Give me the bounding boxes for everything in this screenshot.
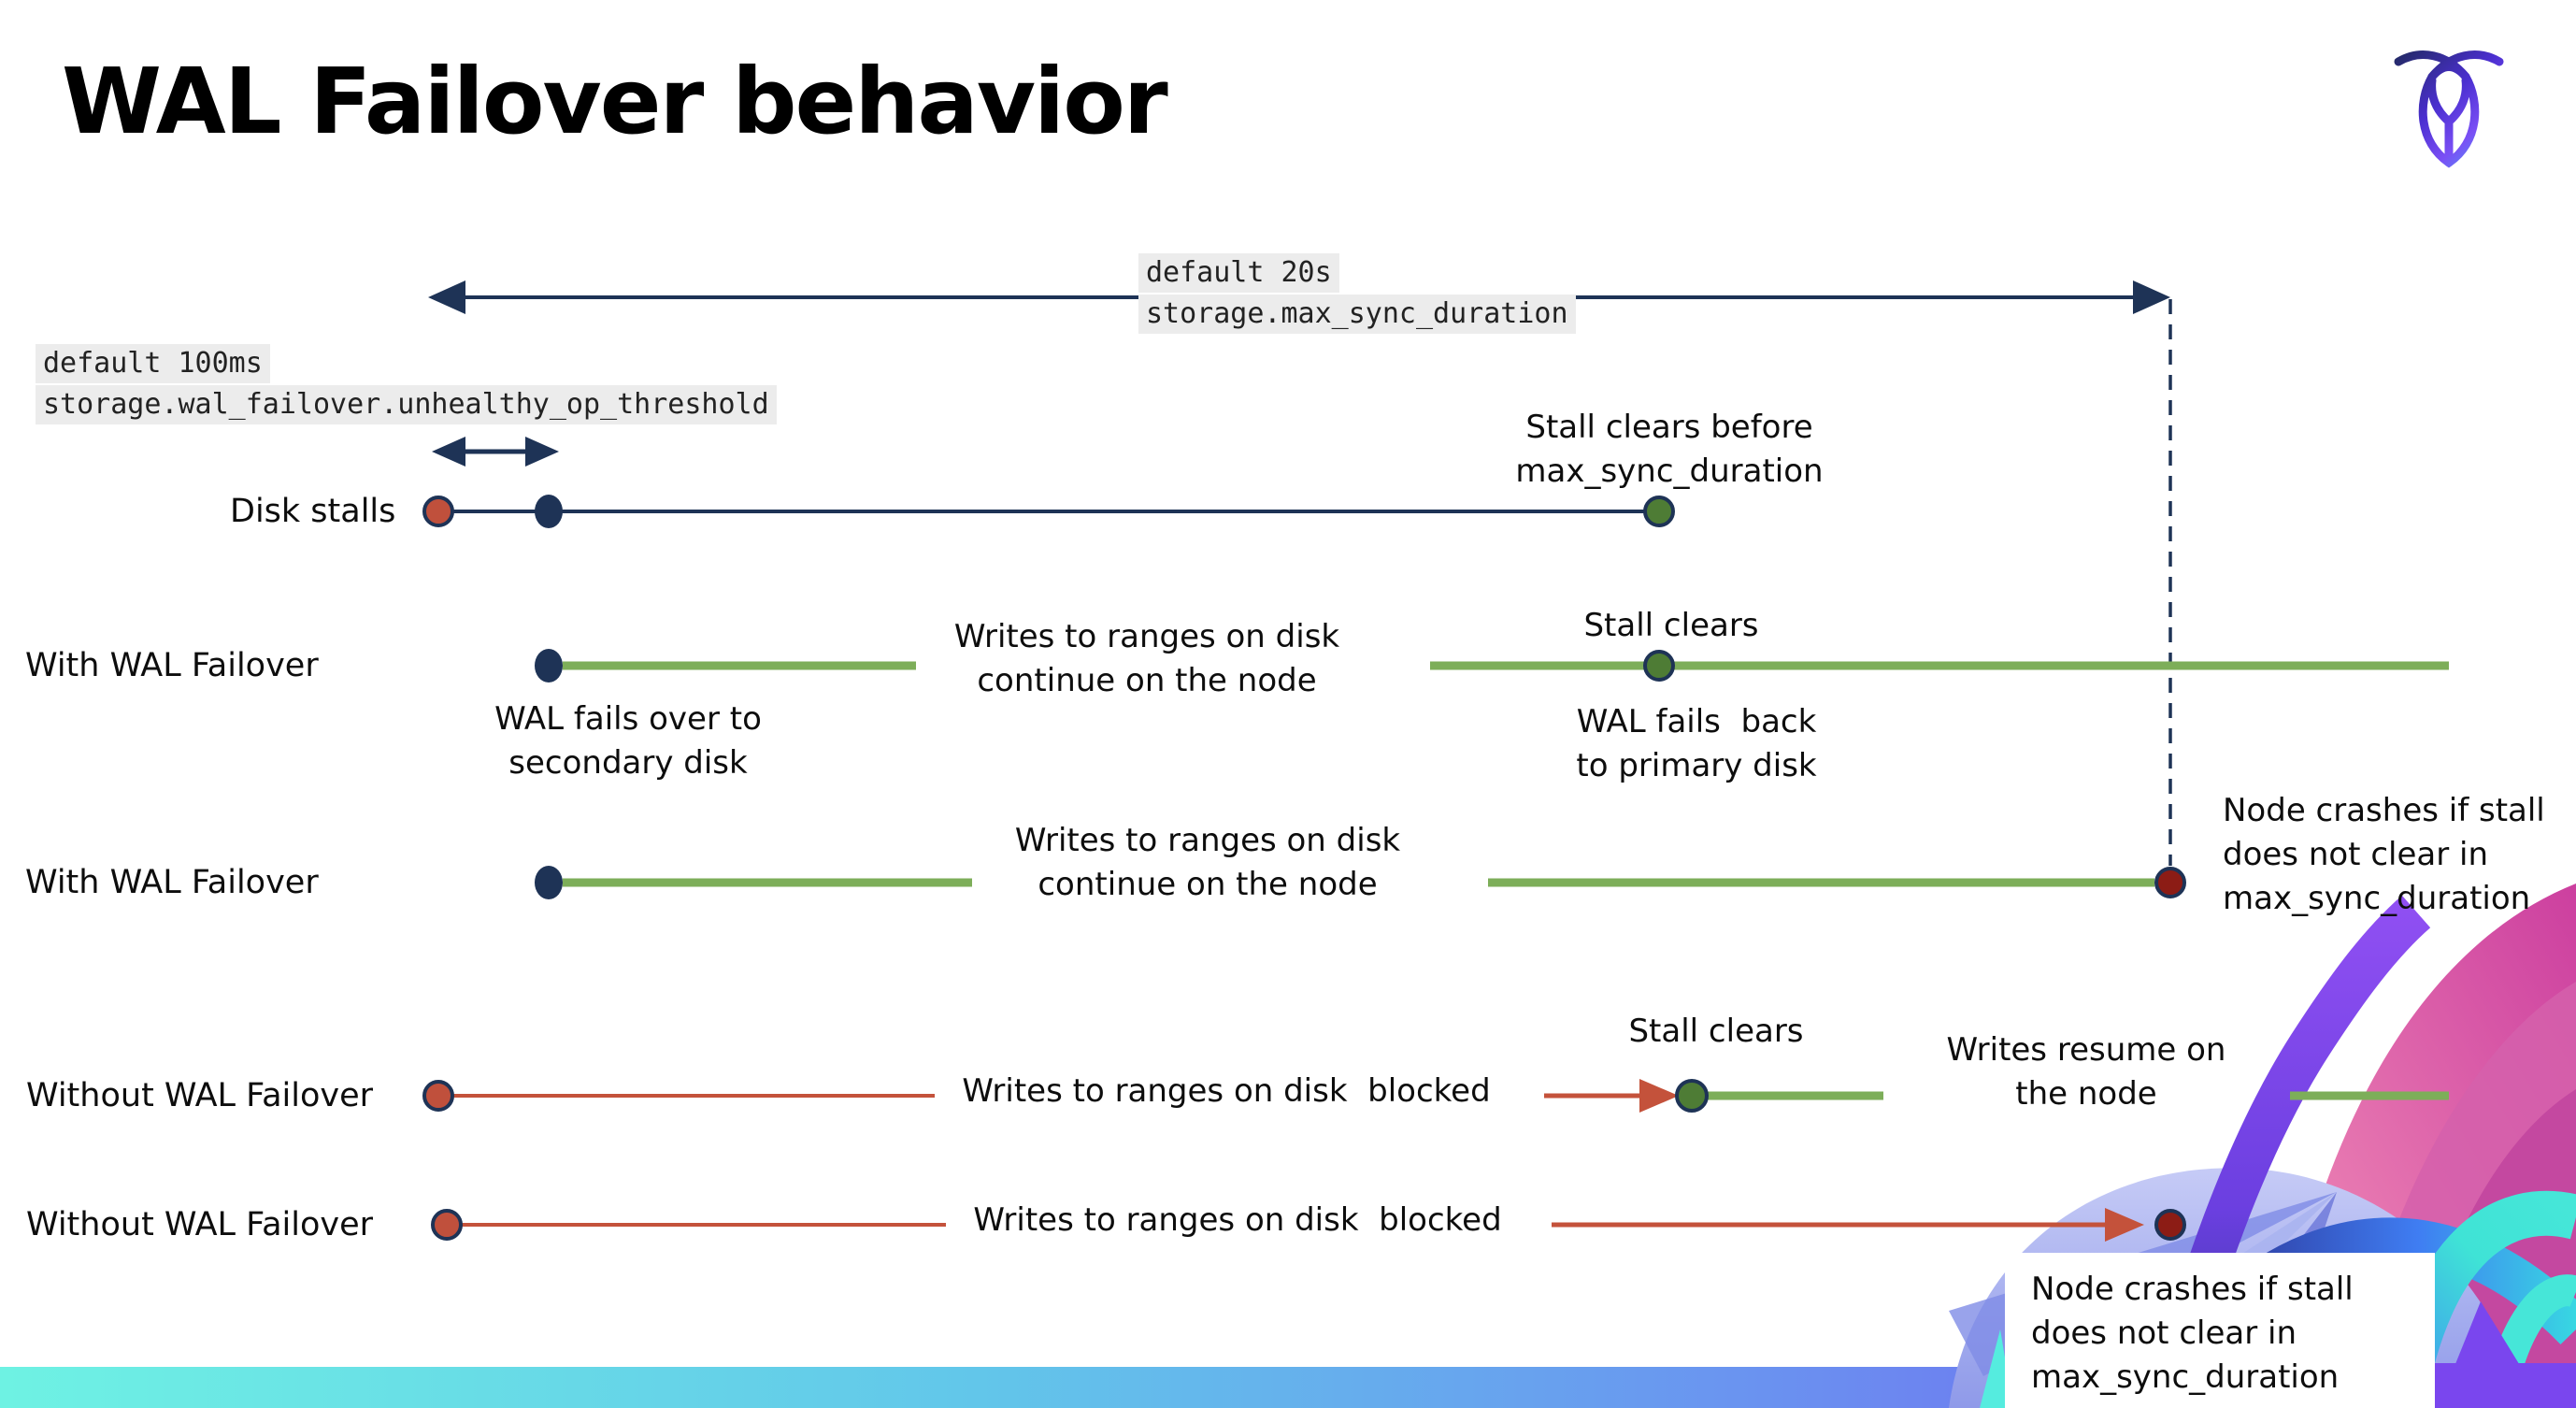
writes-blocked-note-2: Writes to ranges on disk blocked	[973, 1201, 1502, 1239]
writes-blocked-note-1: Writes to ranges on disk blocked	[962, 1072, 1491, 1110]
stall-clear-dot	[1643, 650, 1675, 682]
wal-fails-over-note: WAL fails over to secondary disk	[494, 700, 762, 782]
failover-dot	[535, 649, 563, 682]
timeline-with-wal-failover-2	[535, 866, 2186, 899]
writes-continue-note-1: Writes to ranges on disk continue on the…	[953, 618, 1340, 699]
node-crash-callout-text: Node crashes if stall does not clear in …	[2031, 1271, 2354, 1396]
failover-dot	[535, 866, 563, 899]
row-label-without-wal-failover-2: Without WAL Failover	[26, 1206, 374, 1243]
node-crash-callout: Node crashes if stall does not clear in …	[2005, 1253, 2435, 1408]
disk-stall-dot	[422, 1080, 454, 1112]
stall-clear-dot	[1643, 496, 1675, 527]
failover-dot	[535, 495, 563, 528]
max-sync-default-label: default 20s	[1138, 253, 1339, 293]
row-label-with-wal-failover-2: With WAL Failover	[25, 864, 319, 901]
disk-stall-dot	[431, 1209, 463, 1241]
stall-clears-note-2: Stall clears	[1628, 1013, 1804, 1050]
timeline-with-wal-failover-1	[535, 649, 2449, 682]
timeline-without-wal-failover-2	[431, 1208, 2186, 1242]
red-arrowhead	[1639, 1079, 1679, 1113]
row-label-without-wal-failover-1: Without WAL Failover	[26, 1077, 374, 1114]
writes-continue-note-2: Writes to ranges on disk continue on the…	[1014, 822, 1401, 903]
timeline-without-wal-failover-1	[422, 1079, 2449, 1113]
graphic-purple-corner	[2435, 1363, 2576, 1408]
red-arrowhead	[2105, 1208, 2144, 1242]
node-crash-dot	[2154, 867, 2186, 898]
row-label-disk-stalls: Disk stalls	[230, 493, 396, 530]
wal-fails-back-note: WAL fails back to primary disk	[1576, 703, 1817, 784]
unhealthy-op-setting-name: storage.wal_failover.unhealthy_op_thresh…	[36, 385, 777, 424]
max-sync-setting-name: storage.max_sync_duration	[1138, 295, 1576, 334]
cockroachdb-logo-icon	[2394, 50, 2504, 168]
disk-stall-dot	[422, 496, 454, 527]
stall-clears-note-1: Stall clears	[1583, 607, 1759, 644]
row-label-with-wal-failover-1: With WAL Failover	[25, 647, 319, 684]
page-title: WAL Failover behavior	[62, 49, 1168, 154]
node-crash-note: Node crashes if stall does not clear in …	[2223, 792, 2545, 917]
stall-clear-dot	[1675, 1079, 1709, 1113]
node-crash-dot	[2154, 1209, 2186, 1241]
unhealthy-op-default-label: default 100ms	[36, 344, 270, 383]
stall-clears-before-note: Stall clears before max_sync_duration	[1515, 409, 1824, 490]
writes-resume-note: Writes resume on the node	[1946, 1031, 2226, 1113]
unhealthy-op-threshold-arrow	[432, 437, 559, 467]
timeline-disk-stalls	[422, 495, 1675, 528]
